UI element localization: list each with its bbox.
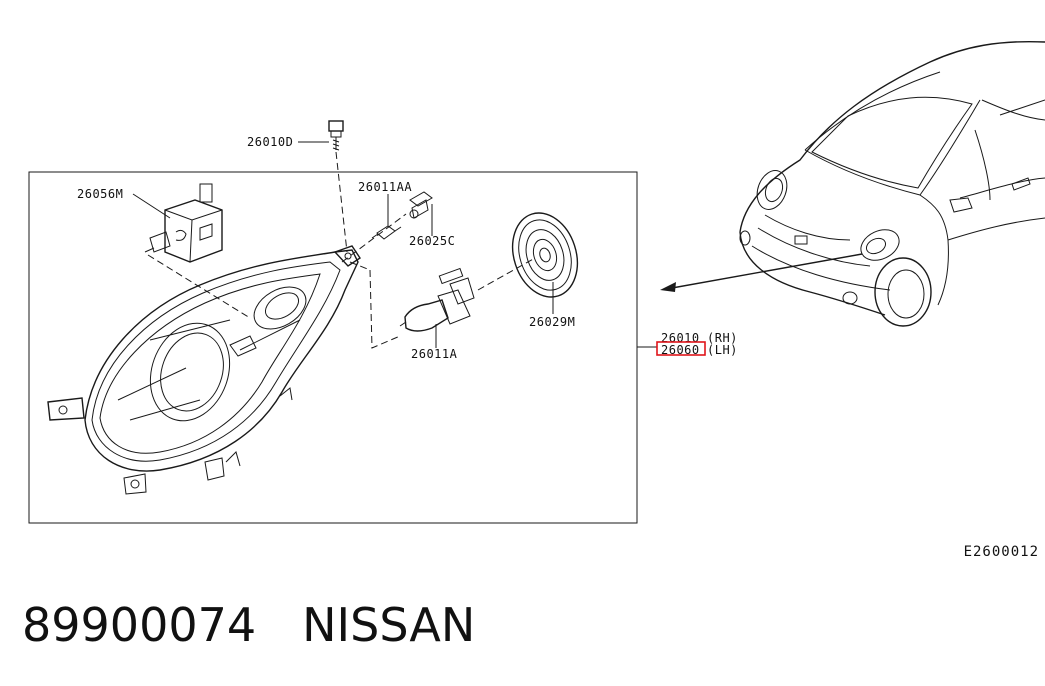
footer-part-number: 89900074 [22, 598, 257, 652]
bulb-icon [399, 267, 475, 332]
assembly-frame [28, 171, 638, 524]
part-label-bulb: 26011A [411, 347, 458, 361]
part-label-side-bulb: 26025C [409, 234, 455, 248]
headlamp-housing-icon [47, 245, 361, 495]
cap-icon [511, 212, 579, 298]
leveling-motor-icon [144, 183, 223, 263]
footer-brand: NISSAN [302, 598, 476, 652]
part-label-bolt: 26010D [247, 135, 293, 149]
motor-axis [147, 254, 251, 319]
assembly-label-rh-side: (RH) [707, 331, 738, 345]
figure-reference: E2600012 [963, 544, 1039, 560]
socket-icon [371, 225, 402, 240]
assembly-label-lh-number[interactable]: 26060 [661, 343, 700, 357]
lh-highlight-box [656, 341, 706, 356]
part-label-cap: 26029M [529, 315, 575, 329]
bolt-axis [335, 151, 348, 253]
bolt-icon [328, 120, 344, 151]
car-icon [739, 40, 1045, 327]
assembly-label-lh-side: (LH) [707, 343, 738, 357]
part-label-socket: 26011AA [358, 180, 412, 194]
part-label-leveling-motor: 26056M [77, 187, 123, 201]
side-bulb-icon [409, 191, 433, 219]
pointer-arrow [660, 253, 863, 292]
footer-caption: 89900074 NISSAN [22, 598, 475, 652]
